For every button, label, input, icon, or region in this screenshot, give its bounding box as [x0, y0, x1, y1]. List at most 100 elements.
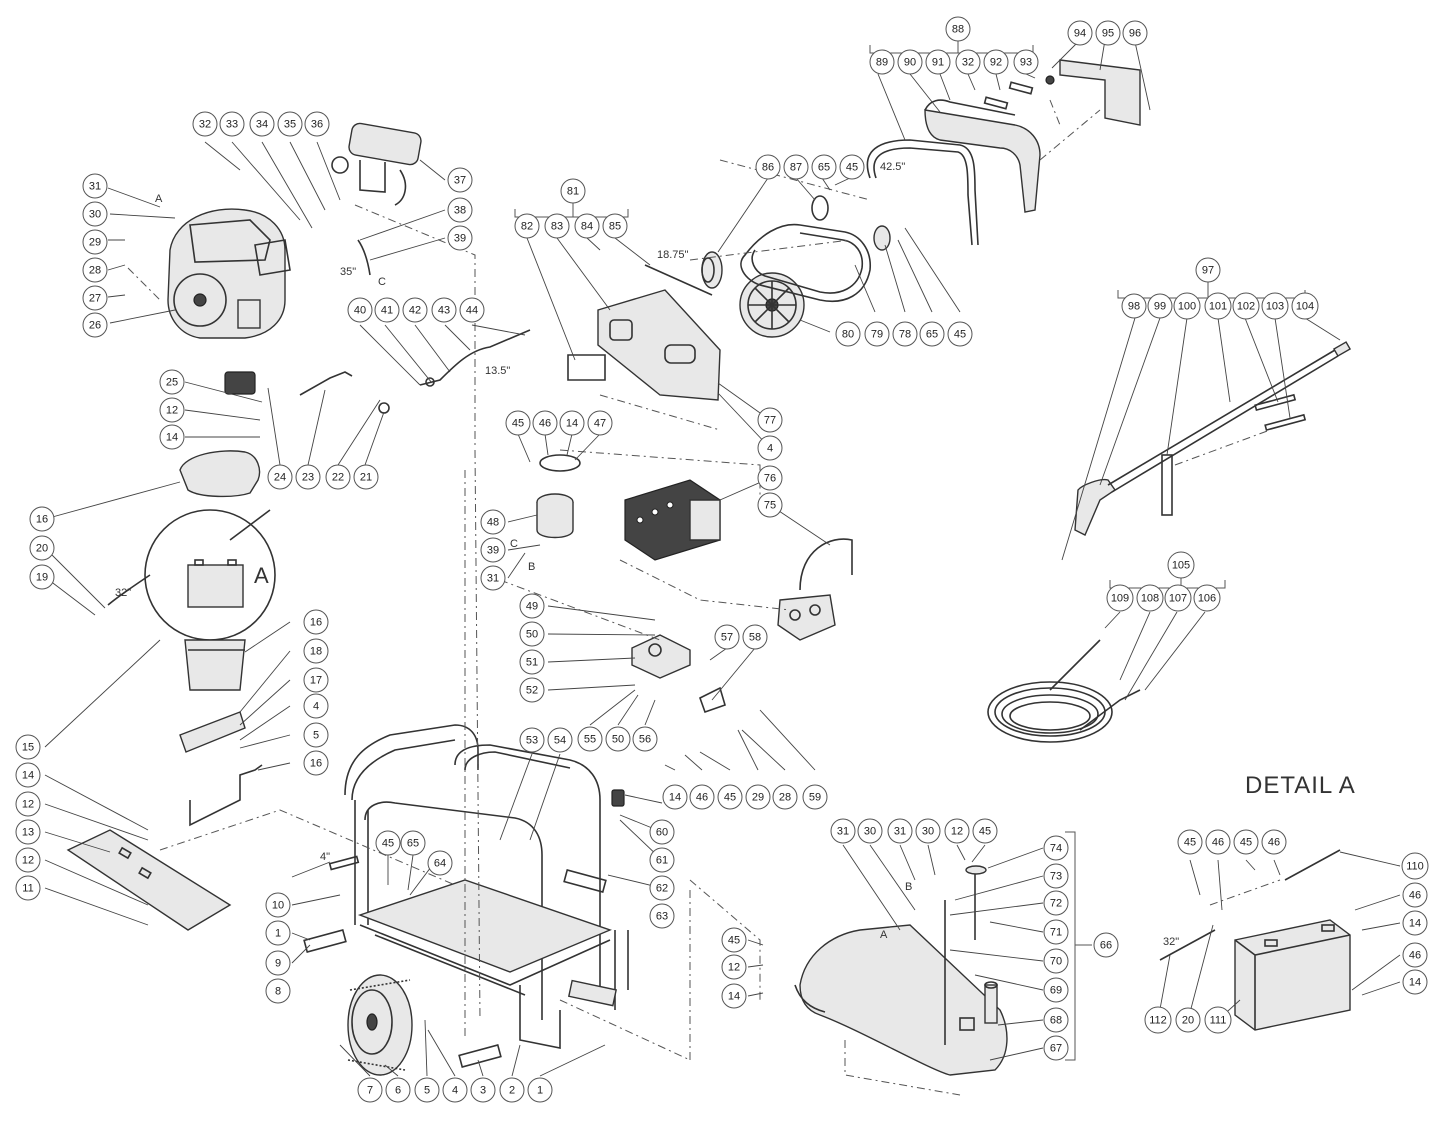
key-switch	[224, 371, 256, 395]
callout-6: 6	[385, 1077, 411, 1103]
callout-number: 12	[728, 962, 740, 974]
callout-27: 27	[82, 285, 108, 311]
callout-number: 85	[609, 221, 621, 233]
callout-12: 12	[944, 818, 970, 844]
callout-39: 39	[447, 225, 473, 251]
callout-number: 32	[962, 57, 974, 69]
battery-box	[184, 639, 246, 691]
mount-plate	[66, 829, 232, 931]
callout-19: 19	[29, 564, 55, 590]
callout-29: 29	[82, 229, 108, 255]
callout-25: 25	[159, 369, 185, 395]
callout-number: 32	[199, 119, 211, 131]
callout-7: 7	[357, 1077, 383, 1103]
callout-12: 12	[15, 791, 41, 817]
callout-3: 3	[470, 1077, 496, 1103]
callout-86: 86	[755, 154, 781, 180]
callout-45: 45	[947, 321, 973, 347]
callout-38: 38	[447, 197, 473, 223]
detail-a-marker: A	[254, 563, 269, 588]
callout-84: 84	[574, 213, 600, 239]
callout-68: 68	[1043, 1007, 1069, 1033]
callout-49: 49	[519, 593, 545, 619]
callout-number: 48	[487, 517, 499, 529]
callout-number: 79	[871, 329, 883, 341]
callout-85: 85	[602, 213, 628, 239]
callout-45: 45	[375, 830, 401, 856]
callout-30: 30	[915, 818, 941, 844]
callout-number: 72	[1050, 898, 1062, 910]
callout-52: 52	[519, 677, 545, 703]
callout-111: 111	[1204, 1006, 1232, 1034]
frame	[344, 724, 629, 1049]
callout-number: 65	[926, 329, 938, 341]
callout-number: 108	[1141, 593, 1159, 605]
air-cleaner	[179, 450, 261, 498]
callout-97: 97	[1195, 257, 1221, 283]
belts	[740, 223, 871, 302]
callout-number: 93	[1020, 57, 1032, 69]
callout-105: 105	[1167, 551, 1195, 579]
callout-77: 77	[757, 407, 783, 433]
callout-number: 16	[36, 514, 48, 526]
fuel-hose	[357, 239, 371, 276]
callout-number: 46	[1268, 837, 1280, 849]
callout-16: 16	[303, 750, 329, 776]
callout-47: 47	[587, 410, 613, 436]
callout-14: 14	[15, 762, 41, 788]
wheel	[347, 974, 413, 1076]
callout-number: 46	[1212, 837, 1224, 849]
callout-67: 67	[1043, 1035, 1069, 1061]
callout-20: 20	[29, 535, 55, 561]
callout-14: 14	[159, 424, 185, 450]
callout-number: 52	[526, 685, 538, 697]
callout-number: 66	[1100, 940, 1112, 952]
callout-1: 1	[265, 920, 291, 946]
callout-number: 74	[1050, 843, 1062, 855]
filter-bowl	[536, 454, 581, 539]
callout-number: 61	[656, 855, 668, 867]
callout-number: 2	[509, 1085, 515, 1097]
callout-number: 12	[951, 826, 963, 838]
callout-62: 62	[649, 875, 675, 901]
rod-18-75	[644, 264, 713, 296]
callout-14: 14	[1402, 910, 1428, 936]
callout-number: 1	[537, 1085, 543, 1097]
callout-63: 63	[649, 903, 675, 929]
callout-number: 102	[1237, 301, 1255, 313]
callout-number: 46	[1409, 950, 1421, 962]
callout-number: 19	[36, 572, 48, 584]
callout-5: 5	[414, 1077, 440, 1103]
callout-number: 30	[89, 209, 101, 221]
callout-number: 111	[1210, 1015, 1227, 1027]
callout-100: 100	[1173, 292, 1201, 320]
callout-94: 94	[1067, 20, 1093, 46]
callout-number: 47	[594, 418, 606, 430]
callout-30: 30	[857, 818, 883, 844]
callout-95: 95	[1095, 20, 1121, 46]
callout-number: 14	[1409, 918, 1421, 930]
callout-number: 46	[1409, 890, 1421, 902]
callout-4: 4	[757, 435, 783, 461]
callout-number: 41	[381, 305, 393, 317]
decal-strips	[303, 855, 607, 1068]
callout-80: 80	[835, 321, 861, 347]
callout-number: 73	[1050, 871, 1062, 883]
callout-number: 68	[1050, 1015, 1062, 1027]
callout-33: 33	[219, 111, 245, 137]
callout-45: 45	[505, 410, 531, 436]
callout-number: 9	[275, 958, 281, 970]
callout-12: 12	[159, 397, 185, 423]
callout-number: 42	[409, 305, 421, 317]
battery-tray	[179, 711, 246, 753]
callout-56: 56	[632, 726, 658, 752]
callout-50: 50	[605, 726, 631, 752]
callout-number: 10	[272, 900, 284, 912]
callout-number: 53	[526, 735, 538, 747]
callout-number: 76	[764, 473, 776, 485]
callout-number: 78	[899, 329, 911, 341]
callout-10: 10	[265, 892, 291, 918]
callout-number: 6	[395, 1085, 401, 1097]
callout-98: 98	[1121, 293, 1147, 319]
callout-16: 16	[303, 609, 329, 635]
